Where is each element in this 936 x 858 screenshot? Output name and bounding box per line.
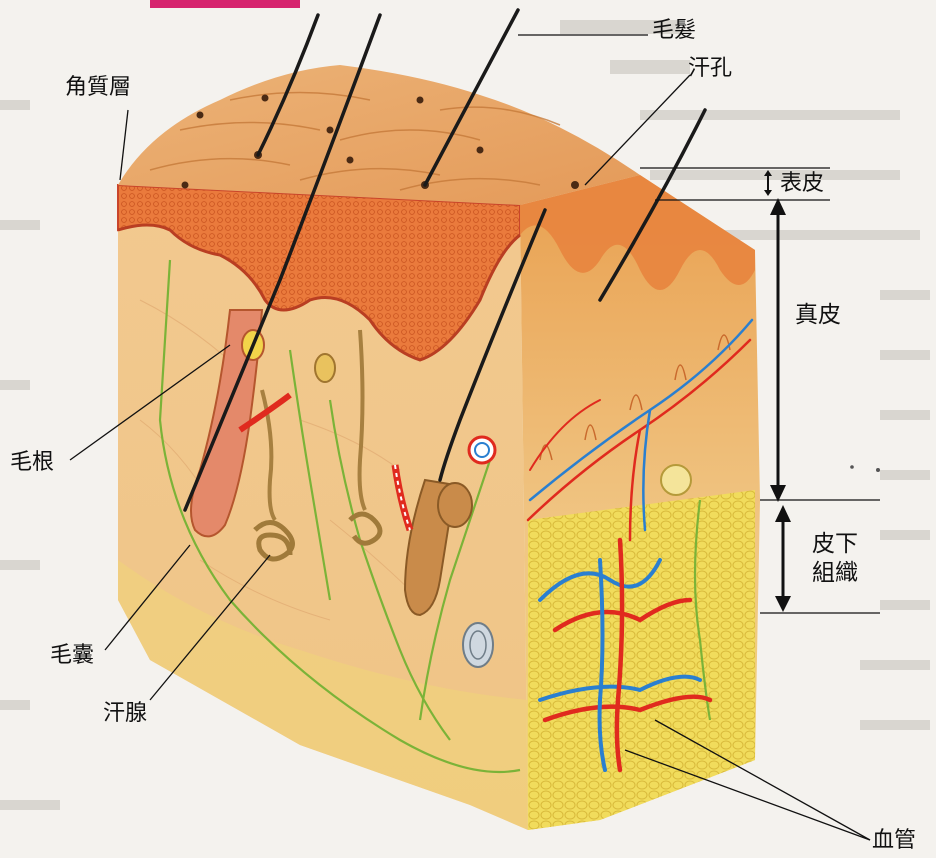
label-blood-vessel: 血管: [872, 830, 916, 852]
label-hair-follicle: 毛囊: [50, 645, 94, 667]
right-face: [520, 175, 760, 830]
label-dermis: 真皮: [795, 304, 841, 327]
subcutaneous-right: [528, 490, 755, 830]
vessel-cross-section: [469, 437, 495, 463]
label-hair-root: 毛根: [10, 452, 54, 474]
pacinian-small: [315, 354, 335, 382]
label-hair: 毛髮: [652, 20, 696, 42]
layer-arrows: [764, 170, 791, 612]
fat-lobule: [661, 465, 691, 495]
stray-dots: [850, 465, 880, 472]
pacinian-corpuscle: [463, 623, 493, 667]
label-sweat-pore: 汗孔: [688, 58, 732, 80]
label-stratum-corneum: 角質層: [65, 77, 131, 99]
label-subcutaneous-tissue: 皮下組織: [812, 530, 862, 588]
label-sweat-gland: 汗腺: [103, 703, 147, 725]
label-epidermis: 表皮: [780, 173, 824, 195]
top-surface: [118, 65, 640, 205]
